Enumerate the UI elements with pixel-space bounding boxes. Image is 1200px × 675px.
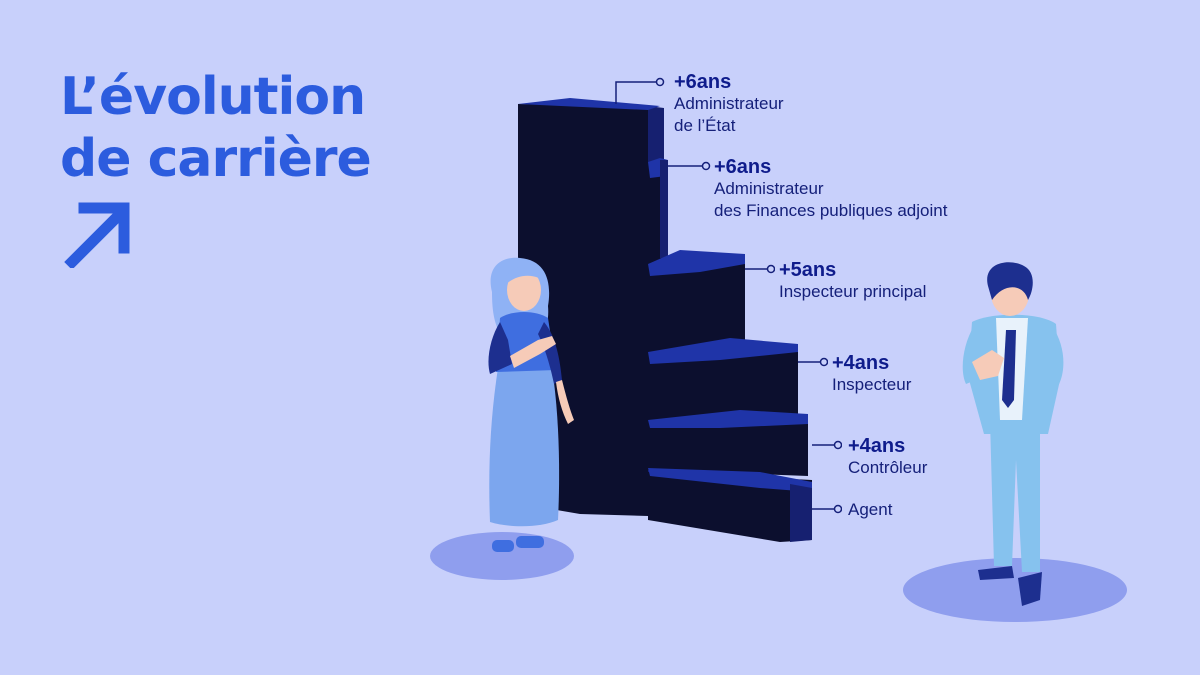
connector-icon (615, 77, 665, 104)
woman-figure (488, 257, 574, 552)
stair-step-4-top (648, 338, 798, 364)
woman-hair-front (504, 265, 546, 286)
man-shoe-left (978, 566, 1014, 580)
man-hands (972, 350, 1004, 380)
stair-step-3-top (648, 250, 745, 276)
stair-step-6-front (648, 472, 812, 542)
stair-step-5-top (648, 410, 808, 428)
career-step-role: Administrateur de l’État (674, 94, 784, 135)
connector-icon (745, 264, 775, 274)
career-step-duration: +4ans (848, 435, 906, 457)
woman-dress (489, 368, 560, 527)
man-platform (903, 558, 1127, 622)
connector-icon (798, 357, 828, 367)
arrow-up-right-icon (64, 202, 130, 268)
woman-hand (510, 336, 556, 368)
career-step-role: Contrôleur (848, 458, 928, 477)
connector-icon (812, 504, 842, 514)
man-hair (987, 262, 1033, 300)
stair-step-2-side (660, 160, 668, 260)
woman-platform (430, 532, 574, 580)
stair-step-6-side (790, 484, 812, 542)
woman-shoe-left (492, 540, 514, 552)
page-title-line-1: L’évolution (60, 67, 366, 127)
career-step-role: Inspecteur (832, 375, 912, 394)
man-arm-right (1036, 326, 1064, 386)
career-step-duration: +4ans (832, 352, 890, 374)
career-step-duration: +5ans (779, 259, 837, 281)
career-step-role: Inspecteur principal (779, 282, 927, 301)
woman-arm-right (538, 322, 562, 384)
man-tie (1002, 330, 1016, 408)
man-shoe-right (1018, 572, 1042, 606)
stair-step-5-front (648, 416, 808, 476)
woman-face (507, 269, 541, 311)
connector-icon (668, 161, 711, 171)
stair-column-top (518, 98, 660, 110)
stair-step-6-top (648, 468, 812, 492)
stair-step-4-front (648, 346, 798, 420)
man-figure (962, 262, 1064, 606)
page-title-line-2: de carrière (60, 129, 372, 189)
page-title: L’évolution de carrière (60, 66, 372, 190)
career-step-duration: +6ans (674, 71, 732, 93)
connector-icon (812, 440, 842, 450)
career-step-role: Agent (848, 500, 893, 519)
woman-shoe-right (516, 536, 544, 548)
career-step-role: Administrateur des Finances publiques ad… (714, 179, 948, 220)
man-legs (990, 420, 1040, 572)
career-step-duration: +6ans (714, 156, 772, 178)
woman-arm-left (488, 322, 512, 374)
woman-forearm-right (556, 380, 574, 424)
stair-step-3-front (648, 262, 745, 356)
